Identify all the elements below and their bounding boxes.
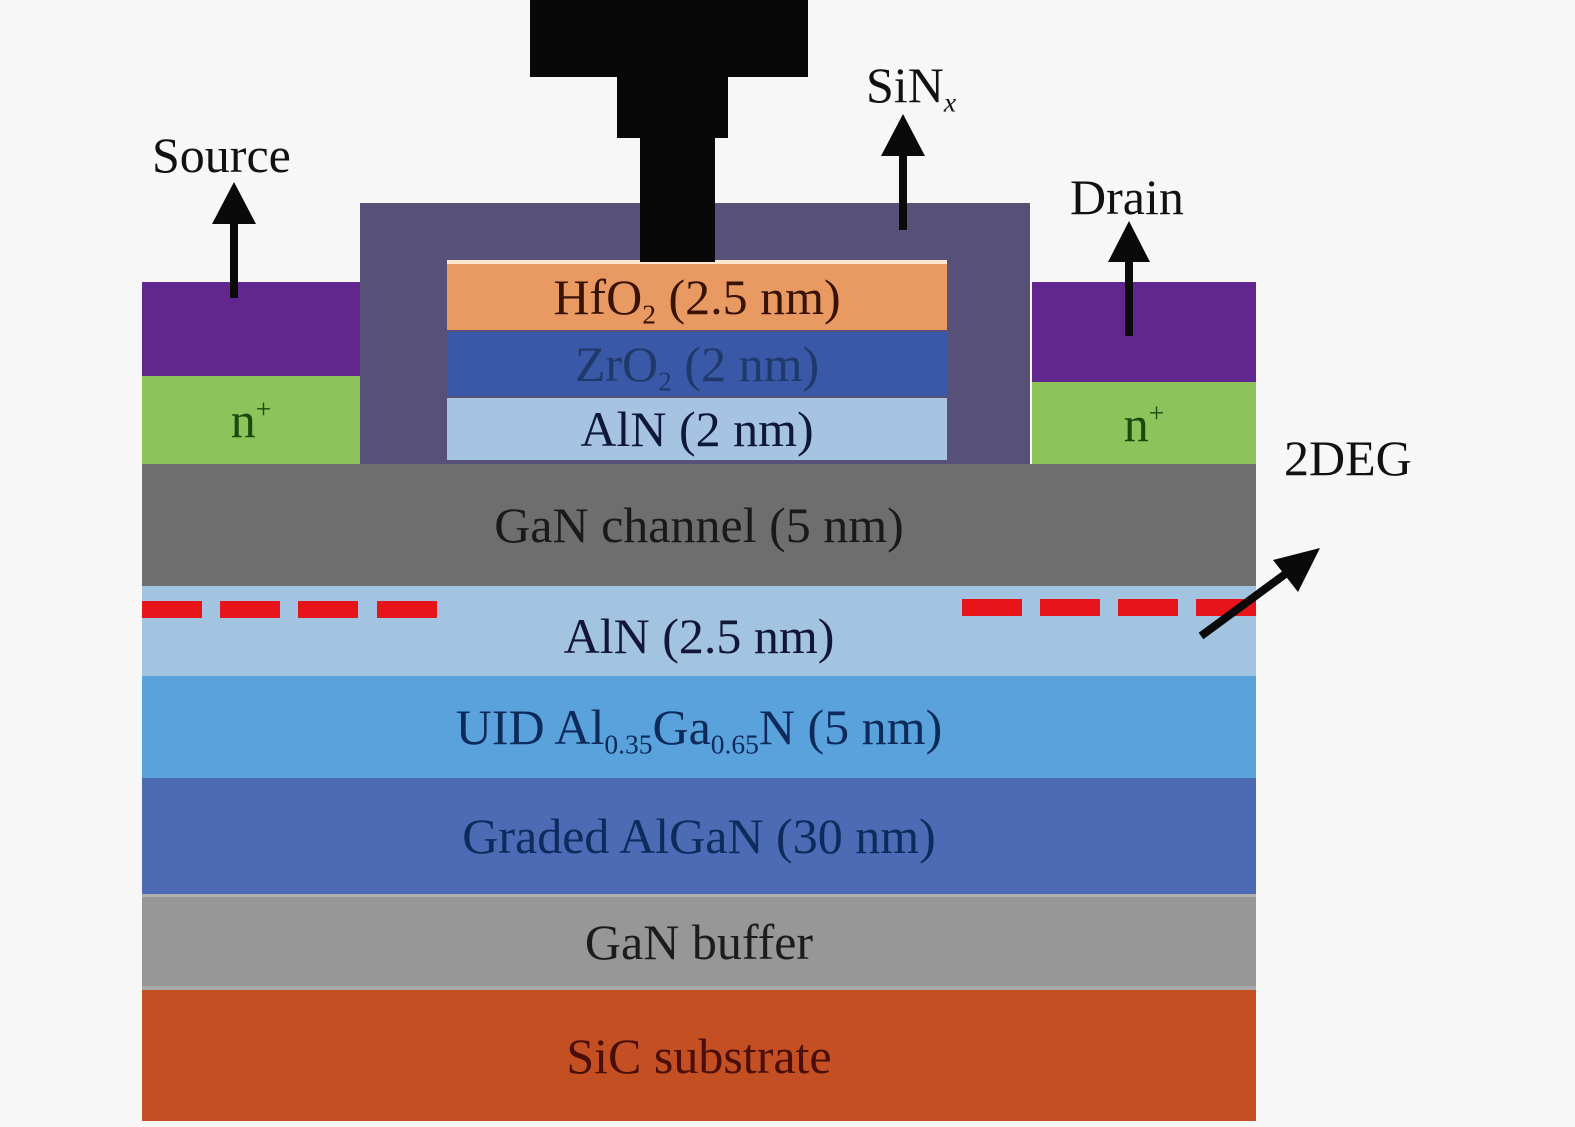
zro2-layer: ZrO2 (2 nm) bbox=[447, 332, 947, 396]
gate-metal-head bbox=[530, 0, 808, 77]
source-n-plus-region: n+ bbox=[142, 376, 360, 464]
drain-label: Drain bbox=[1070, 169, 1184, 225]
uid-algan-layer: UID Al0.35Ga0.65N (5 nm) bbox=[142, 676, 1256, 778]
gate-metal-stem bbox=[640, 136, 715, 262]
graded-algan-layer: Graded AlGaN (30 nm) bbox=[142, 778, 1256, 894]
two-deg-label: 2DEG bbox=[1284, 430, 1412, 486]
drain-n-plus-region: n+ bbox=[1032, 382, 1256, 466]
uid-algan-label: UID Al0.35Ga0.65N (5 nm) bbox=[455, 699, 943, 760]
source-n-plus-label: n+ bbox=[230, 392, 272, 448]
aln-barrier-layer: AlN (2.5 nm) bbox=[142, 586, 1256, 676]
hfo2-layer: HfO2 (2.5 nm) bbox=[447, 260, 947, 330]
hfo2-label: HfO2 (2.5 nm) bbox=[553, 269, 841, 330]
gan-buffer-label: GaN buffer bbox=[584, 913, 814, 970]
aln-barrier-label: AlN (2.5 nm) bbox=[563, 608, 835, 664]
aln-gate-layer: AlN (2 nm) bbox=[447, 398, 947, 460]
zro2-label: ZrO2 (2 nm) bbox=[574, 336, 820, 397]
gan-channel-layer: GaN channel (5 nm) bbox=[142, 464, 1256, 586]
source-label: Source bbox=[152, 127, 291, 183]
drain-n-plus-label: n+ bbox=[1123, 396, 1165, 452]
sic-substrate-layer: SiC substrate bbox=[142, 986, 1256, 1121]
gate-metal-neck bbox=[617, 76, 728, 138]
source-contact-metal bbox=[142, 282, 360, 376]
drain-contact-metal bbox=[1032, 282, 1256, 382]
sic-substrate-label: SiC substrate bbox=[566, 1027, 832, 1084]
sinx-label: SiNx bbox=[866, 57, 957, 118]
graded-algan-label: Graded AlGaN (30 nm) bbox=[462, 808, 936, 864]
gan-channel-label: GaN channel (5 nm) bbox=[494, 497, 904, 553]
gan-buffer-layer: GaN buffer bbox=[142, 894, 1256, 986]
source-arrow-icon bbox=[212, 182, 256, 298]
aln-gate-label: AlN (2 nm) bbox=[580, 401, 814, 457]
